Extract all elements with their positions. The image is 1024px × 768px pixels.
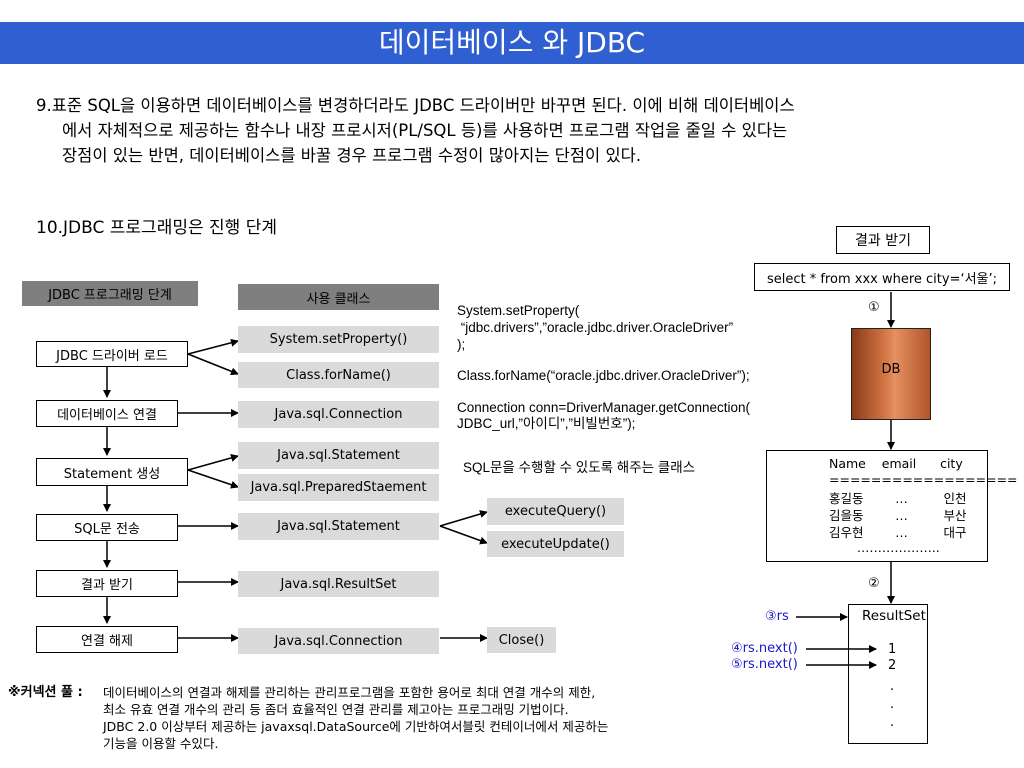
query-box: select * from xxx where city=‘서울’; xyxy=(754,263,1010,291)
result-table-row: 홍길동 … 인천 xyxy=(829,491,967,506)
execute-query-box: executeQuery() xyxy=(487,498,624,525)
steps-header: JDBC 프로그래밍 단계 xyxy=(22,281,198,306)
rs-next-label-2: ⑤rs.next() xyxy=(731,657,798,672)
code-setproperty-1: System.setProperty( xyxy=(457,303,580,318)
database-cylinder xyxy=(851,328,931,420)
close-box: Close() xyxy=(487,627,556,653)
title-bar xyxy=(0,22,1024,64)
classes-header: 사용 클래스 xyxy=(238,284,439,310)
connection-pool-label: ※커넥션 풀 : xyxy=(8,685,83,700)
connection-pool-line-3: JDBC 2.0 이상부터 제공하는 javaxsql.DataSource에 … xyxy=(103,719,609,734)
result-table-divider: ================== xyxy=(829,472,1018,487)
class-class-forname: Class.forName() xyxy=(238,362,439,388)
step-statement-create: Statement 생성 xyxy=(36,458,188,486)
execute-update-box: executeUpdate() xyxy=(487,531,624,557)
code-statement-note: SQL문을 수행할 수 있도록 해주는 클래스 xyxy=(463,460,696,475)
page-title: 데이터베이스 와 JDBC xyxy=(378,26,646,59)
connection-pool-line-4: 기능을 이용할 수있다. xyxy=(103,736,219,751)
code-connection-1: Connection conn=DriverManager.getConnect… xyxy=(457,400,751,415)
step-sql-send: SQL문 전송 xyxy=(36,514,178,541)
class-system-setproperty: System.setProperty() xyxy=(238,326,439,353)
paragraph-9-line-3: 장점이 있는 반면, 데이터베이스를 바꿀 경우 프로그램 수정이 많아지는 단… xyxy=(62,146,642,165)
step-disconnect: 연결 해제 xyxy=(36,626,178,653)
class-statement: Java.sql.Statement xyxy=(238,442,439,469)
class-prepared-statement: Java.sql.PreparedStaement xyxy=(238,474,439,501)
paragraph-9-line-2: 에서 자체적으로 제공하는 함수나 내장 프로시저(PL/SQL 등)를 사용하… xyxy=(62,121,788,140)
result-table-header: Name email city xyxy=(829,456,963,471)
step-db-connect: 데이터베이스 연결 xyxy=(36,400,178,427)
code-connection-2: JDBC_url,”아이디”,”비빌번호”); xyxy=(457,416,636,431)
paragraph-9-line-1: 9.표준 SQL을 이용하면 데이터베이스를 변경하더라도 JDBC 드라이버만… xyxy=(36,96,795,115)
rs-variable-label: ③rs xyxy=(765,609,789,624)
result-table-ellipsis: ……………….. xyxy=(829,540,940,555)
step-marker-2: ② xyxy=(868,576,880,591)
class-connection: Java.sql.Connection xyxy=(238,401,439,428)
resultset-label: ResultSet xyxy=(862,608,926,624)
code-setproperty-2: “jdbc.drivers”,”oracle.jdbc.driver.Oracl… xyxy=(457,320,734,335)
step-marker-1: ① xyxy=(868,300,880,315)
class-resultset: Java.sql.ResultSet xyxy=(238,571,439,597)
step-driver-load: JDBC 드라이버 로드 xyxy=(36,341,188,367)
step-result-receive: 결과 받기 xyxy=(36,570,178,597)
code-forname: Class.forName(“oracle.jdbc.driver.Oracle… xyxy=(457,368,750,383)
heading-10: 10.JDBC 프로그래밍은 진행 단계 xyxy=(36,218,277,238)
result-table-row: 김우현 … 대구 xyxy=(829,525,967,540)
result-table-box xyxy=(766,450,988,562)
resultset-dot: . xyxy=(890,697,895,712)
database-label: DB xyxy=(881,362,901,377)
result-title-box: 결과 받기 xyxy=(836,226,930,254)
resultset-box xyxy=(848,604,928,744)
connection-pool-line-1: 데이터베이스의 연결과 해제를 관리하는 관리프로그램을 포함한 용어로 최대 … xyxy=(103,685,596,700)
result-table-row: 김을동 … 부산 xyxy=(829,508,967,523)
class-connection-close: Java.sql.Connection xyxy=(238,628,439,654)
resultset-dot: . xyxy=(890,679,895,694)
class-statement-send: Java.sql.Statement xyxy=(238,513,439,540)
resultset-row-2: 2 xyxy=(888,658,897,673)
resultset-dot: . xyxy=(890,715,895,730)
code-setproperty-3: ); xyxy=(457,337,466,352)
connection-pool-line-2: 최소 유효 연결 개수의 관리 등 좀더 효율적인 연결 관리를 제고아는 프로… xyxy=(103,702,569,717)
resultset-row-1: 1 xyxy=(888,642,897,657)
rs-next-label-1: ④rs.next() xyxy=(731,641,798,656)
